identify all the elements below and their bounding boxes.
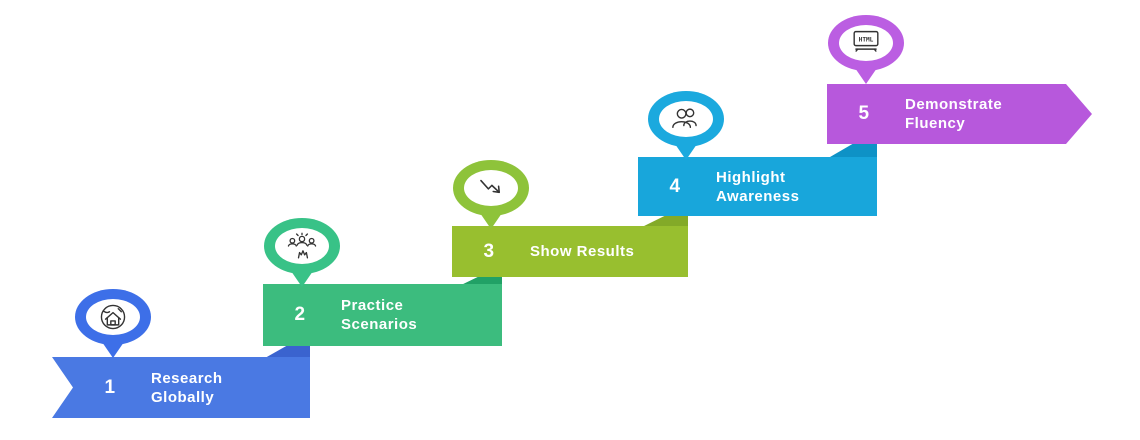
step-2-bubble-inner [275, 228, 329, 264]
step-2-bubble [264, 218, 340, 287]
bubble-tail [675, 144, 697, 160]
step-number: 2 [294, 304, 306, 325]
step-label: Research Globally [151, 369, 223, 406]
globe-home-icon [100, 304, 126, 330]
bubble-tail [102, 342, 124, 358]
step-3-fold [457, 275, 502, 287]
step-2-bar: 2 Practice Scenarios [263, 284, 502, 346]
step-1-bar: 1 Research Globally [52, 357, 310, 418]
step-label: Demonstrate Fluency [905, 96, 1003, 132]
step-label: Show Results [530, 243, 635, 260]
bubble-tail [855, 68, 877, 84]
html-monitor-icon: HTML [853, 30, 879, 52]
step-1-bubble-inner [86, 299, 140, 335]
bubble-tail [291, 271, 313, 287]
step-5-bubble: HTML [828, 15, 904, 84]
step-number: 4 [669, 175, 681, 197]
step-label: Practice Scenarios [341, 297, 418, 333]
team-discussion-icon [287, 232, 317, 259]
step-4-fold [640, 215, 688, 228]
monitor-screen-text: HTML [859, 36, 874, 43]
step-label: Highlight Awareness [716, 168, 800, 205]
trend-down-arrow-icon [480, 179, 501, 194]
step-number: 3 [483, 240, 495, 262]
bubble-tail [480, 213, 502, 229]
step-5-bar: 5 Demonstrate Fluency [827, 84, 1092, 144]
step-number: 1 [104, 376, 116, 398]
group-users-icon [672, 108, 697, 129]
step-4-bar: 4 Highlight Awareness [638, 157, 877, 216]
step-number: 5 [858, 103, 870, 124]
step-2-fold [265, 344, 310, 358]
step-3-bubble [453, 160, 529, 229]
step-3-bar: 3 Show Results [452, 226, 688, 277]
step-1-bubble [75, 289, 151, 358]
step-3-bubble-inner [464, 170, 518, 206]
step-4-bubble [648, 91, 724, 160]
step-5-bubble-inner: HTML [839, 25, 893, 61]
step-5-fold [830, 142, 877, 157]
step-4-bubble-inner [659, 101, 713, 137]
